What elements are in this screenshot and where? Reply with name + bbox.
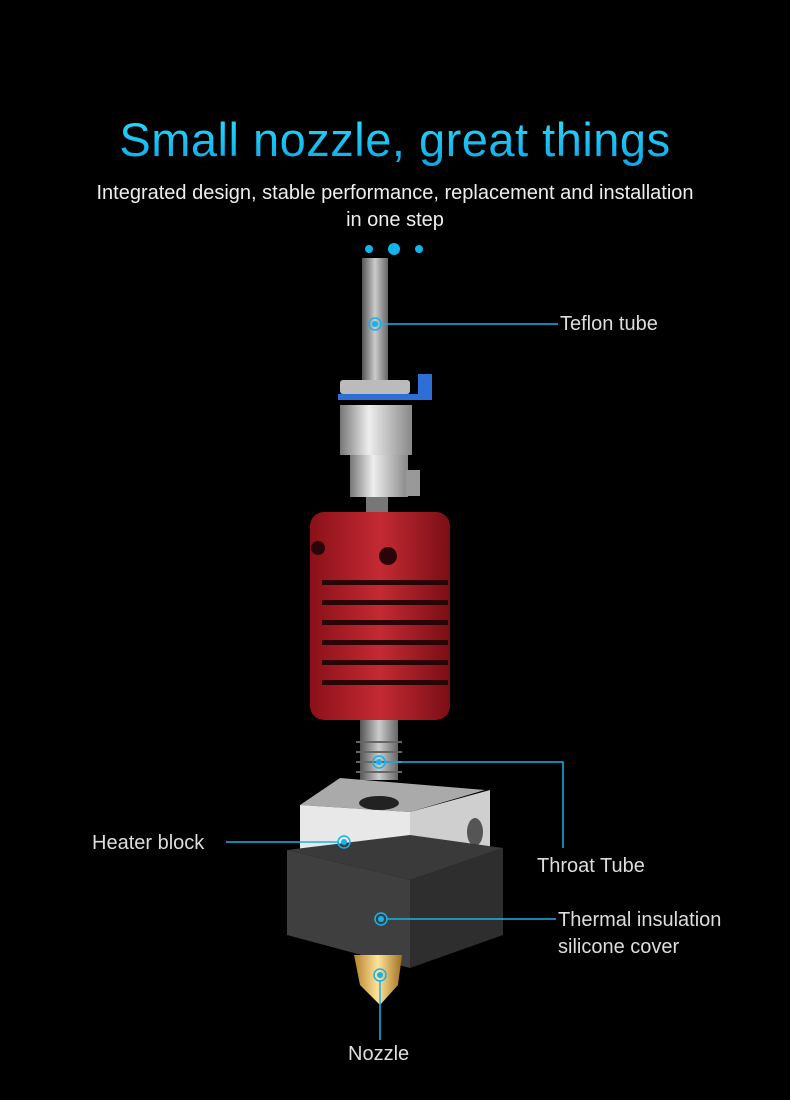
throat-tube [360, 720, 398, 780]
marker-icon [372, 755, 386, 769]
label-thermal-cover: Thermal insulation silicone cover [558, 907, 721, 961]
label-teflon-tube: Teflon tube [560, 313, 658, 335]
dot-icon [365, 245, 373, 253]
marker-icon [368, 317, 382, 331]
label-heater-block: Heater block [92, 832, 205, 854]
subtitle: Integrated design, stable performance, r… [96, 182, 694, 231]
heatsink [310, 512, 450, 720]
label-thermal-cover-line2: silicone cover [558, 936, 680, 958]
leader-lines [226, 323, 564, 1040]
silicone-cover [287, 835, 503, 968]
pagination-dots [365, 243, 423, 255]
label-thermal-cover-line1: Thermal insulation [558, 909, 722, 931]
dot-active-icon [388, 243, 400, 255]
label-nozzle: Nozzle [348, 1043, 410, 1065]
dot-icon [415, 245, 423, 253]
marker-icon [374, 912, 388, 926]
label-throat-tube: Throat Tube [537, 855, 645, 877]
blue-clip [338, 374, 432, 400]
callout-markers [337, 317, 388, 982]
marker-icon [373, 968, 387, 982]
page-title: Small nozzle, great things [0, 112, 790, 167]
marker-icon [337, 835, 351, 849]
